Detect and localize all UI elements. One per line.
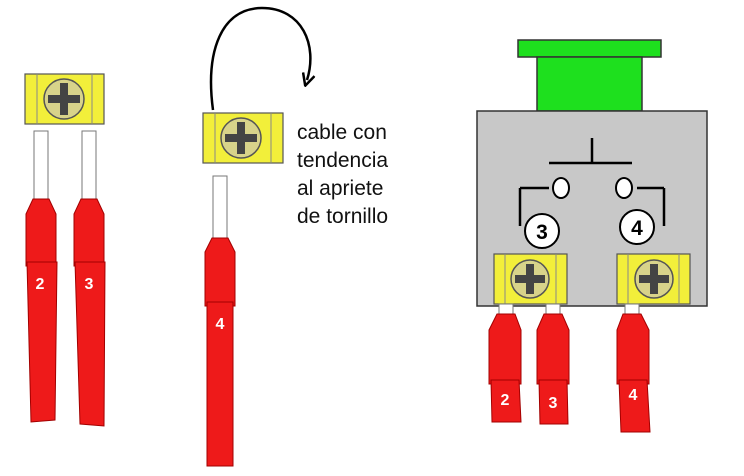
middle-terminal-block — [202, 112, 284, 164]
contact-point — [615, 177, 633, 199]
annotation-line: cable con — [297, 121, 387, 144]
wire-label: 3 — [549, 395, 558, 412]
contact-point — [552, 177, 570, 199]
terminal-number-4: 4 — [619, 209, 655, 245]
wire-label: 2 — [36, 276, 45, 293]
wire-label: 4 — [629, 387, 638, 404]
wire-label: 2 — [501, 392, 510, 409]
annotation-line: de tornillo — [297, 205, 388, 228]
middle-wire-4: 4 — [204, 175, 236, 467]
rotation-arrow — [209, 6, 310, 111]
annotation-text: cable con tendencia al apriete de tornil… — [297, 121, 388, 228]
switch-terminal-block-4 — [616, 253, 691, 305]
screw-icon — [220, 117, 262, 159]
push-button — [517, 39, 662, 112]
terminal-number: 3 — [536, 221, 548, 244]
left-terminal-block — [24, 73, 105, 125]
switch-wire-3: 3 — [536, 303, 570, 425]
annotation-line: al apriete — [297, 177, 383, 200]
left-wire-2: 2 — [25, 130, 58, 423]
wire-label: 4 — [216, 316, 225, 333]
terminal-number: 4 — [631, 217, 643, 240]
switch-terminal-block-3 — [493, 253, 568, 305]
contact-mechanism — [518, 138, 666, 226]
switch-wire-2: 2 — [488, 303, 522, 423]
annotation-line: tendencia — [297, 149, 388, 172]
terminal-number-3: 3 — [524, 213, 560, 249]
screw-icon — [43, 78, 85, 120]
screw-icon — [634, 259, 674, 299]
switch-wire-4: 4 — [616, 303, 651, 433]
left-wire-3: 3 — [73, 130, 106, 427]
wire-label: 3 — [85, 276, 94, 293]
screw-icon — [510, 259, 550, 299]
